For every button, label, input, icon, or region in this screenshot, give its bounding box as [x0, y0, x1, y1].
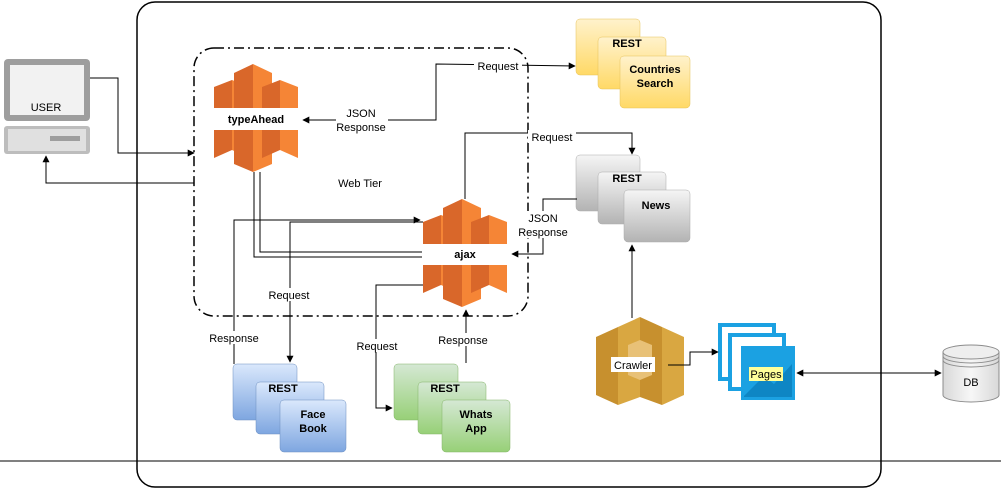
connectors [42, 62, 942, 412]
user-label: USER [31, 102, 62, 114]
edge-ajax-to-facebook [286, 221, 423, 363]
edge-label-response-whatsapp: Response [438, 335, 488, 347]
pages-label: Pages [750, 369, 782, 381]
typeahead-icon [214, 64, 298, 172]
edge-crawler-to-pages [668, 348, 719, 366]
whatsapp-title-line2: App [465, 423, 487, 435]
system-boundary [136, 1, 882, 488]
countries-search-card [575, 18, 691, 109]
edge-label-request-facebook: Request [269, 290, 310, 302]
edge-typeahead-to-user [42, 155, 194, 184]
facebook-title-line2: Book [299, 423, 327, 435]
pages-icon [718, 323, 795, 400]
edge-label-json-2: JSON [528, 213, 557, 225]
news-title: News [642, 200, 671, 212]
edge-label-response-1: Response [336, 122, 386, 134]
edge-label-response-facebook: Response [209, 333, 259, 345]
edge-label-request-news: Request [532, 132, 573, 144]
edge-user-to-typeahead [90, 77, 195, 157]
crawler-label: Crawler [614, 360, 652, 372]
edge-label-response-2: Response [518, 227, 568, 239]
edge-label-request-whatsapp: Request [357, 341, 398, 353]
db-cylinder-icon [942, 344, 1000, 403]
whatsapp-rest-tag: REST [430, 383, 460, 395]
edge-facebook-to-ajax [233, 216, 421, 364]
typeahead-label: typeAhead [228, 114, 284, 126]
edge-label-json-1: JSON [346, 108, 375, 120]
user-computer-icon [4, 59, 90, 154]
edge-typeahead-ajax-b [259, 172, 422, 253]
news-rest-tag: REST [612, 173, 642, 185]
edge-label-request-countries: Request [478, 61, 519, 73]
countries-title-line1: Countries [629, 64, 680, 76]
facebook-title-line1: Face [300, 409, 325, 421]
countries-title-line2: Search [637, 78, 674, 90]
facebook-rest-tag: REST [268, 383, 298, 395]
edge-typeahead-ajax-a [253, 172, 422, 258]
whatsapp-card [393, 363, 511, 453]
whatsapp-title-line1: Whats [460, 409, 493, 421]
web-tier-boundary [193, 47, 529, 317]
ajax-label: ajax [454, 249, 476, 261]
db-label: DB [963, 377, 978, 389]
news-card [575, 154, 691, 243]
web-tier-label: Web Tier [338, 178, 382, 190]
ajax-icon [423, 199, 507, 307]
crawler-icon [596, 317, 684, 405]
countries-rest-tag: REST [612, 38, 642, 50]
facebook-card [232, 363, 347, 453]
